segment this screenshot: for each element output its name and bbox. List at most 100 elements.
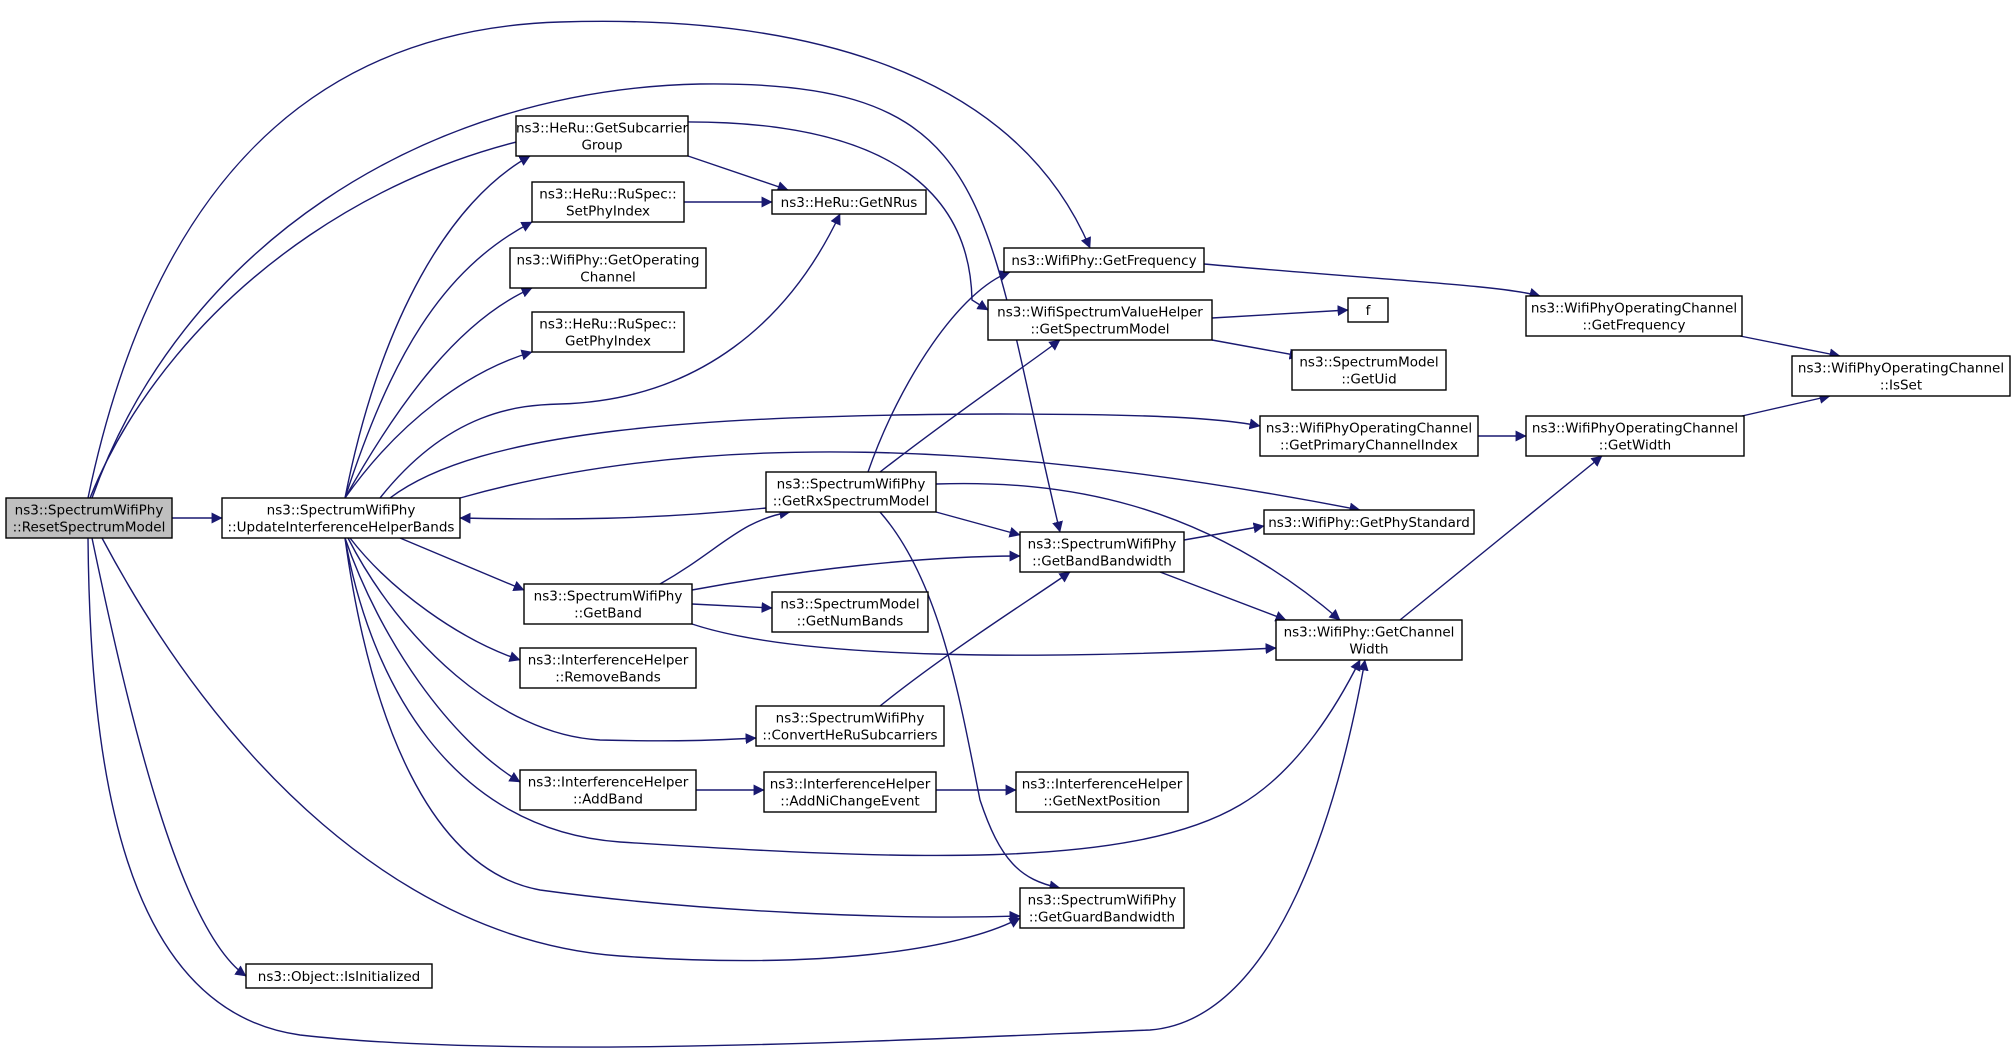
node-getprimary[interactable]: ns3::WifiPhyOperatingChannel::GetPrimary… — [1259, 415, 1479, 457]
node-box — [755, 705, 945, 747]
node-getspectrummodel[interactable]: ns3::WifiSpectrumValueHelper::GetSpectru… — [987, 299, 1213, 341]
nodes-layer: ns3::SpectrumWifiPhy::ResetSpectrumModel… — [5, 115, 2011, 989]
node-label-line: ns3::WifiPhyOperatingChannel — [1798, 361, 2004, 377]
node-box — [1003, 247, 1205, 273]
node-box — [519, 769, 697, 811]
node-label-line: ::GetBand — [574, 606, 642, 622]
node-label-line: ::RemoveBands — [555, 670, 661, 686]
node-box — [523, 583, 693, 625]
node-label-line: ::GetNextPosition — [1043, 794, 1160, 810]
node-label-line: ns3::WifiPhy::GetFrequency — [1011, 253, 1196, 269]
node-getuid[interactable]: ns3::SpectrumModel::GetUid — [1291, 349, 1447, 391]
node-box — [1263, 509, 1475, 535]
edge-reset-to-getchannelwidth — [87, 537, 1369, 1048]
node-box — [1525, 295, 1743, 337]
node-label-line: ns3::HeRu::RuSpec:: — [539, 317, 676, 333]
node-opgetwidth[interactable]: ns3::WifiPhyOperatingChannel::GetWidth — [1525, 415, 1745, 457]
node-f[interactable]: f — [1347, 297, 1389, 323]
edge-getband-to-getrx — [659, 508, 791, 585]
edge-opgetfrequency-to-isset — [1739, 335, 1841, 360]
node-opgetfrequency[interactable]: ns3::WifiPhyOperatingChannel::GetFrequen… — [1525, 295, 1743, 337]
node-box — [1259, 415, 1479, 457]
node-convert[interactable]: ns3::SpectrumWifiPhy::ConvertHeRuSubcarr… — [755, 705, 945, 747]
node-getrx[interactable]: ns3::SpectrumWifiPhy::GetRxSpectrumModel — [765, 471, 937, 513]
node-label-line: Channel — [580, 270, 635, 286]
node-isset[interactable]: ns3::WifiPhyOperatingChannel::IsSet — [1791, 355, 2011, 397]
node-label-line: ns3::InterferenceHelper — [1022, 777, 1183, 793]
node-box — [771, 189, 927, 215]
edge-convert-to-getbandbandwidth — [879, 571, 1071, 707]
edges-layer — [87, 20, 1841, 1048]
node-addband[interactable]: ns3::InterferenceHelper::AddBand — [519, 769, 697, 811]
edge-getrx-to-getspectrummodel — [879, 339, 1061, 473]
node-label-line: f — [1366, 303, 1372, 319]
node-label-line: Width — [1349, 642, 1388, 658]
node-box — [519, 647, 697, 689]
node-label-line: GetPhyIndex — [565, 334, 651, 350]
node-label-line: ::IsSet — [1880, 378, 1922, 394]
node-label-line: ::GetRxSpectrumModel — [773, 494, 929, 510]
node-box — [1525, 415, 1745, 457]
node-label-line: ns3::SpectrumModel — [780, 597, 919, 613]
node-getnrus[interactable]: ns3::HeRu::GetNRus — [771, 189, 927, 215]
edge-update-to-getphyindex — [344, 349, 533, 499]
node-label-line: ns3::SpectrumWifiPhy — [15, 503, 164, 519]
node-box — [245, 963, 433, 989]
node-label-line: ::GetWidth — [1599, 438, 1671, 454]
node-getnumbands[interactable]: ns3::SpectrumModel::GetNumBands — [771, 591, 929, 633]
node-label-line: ::GetUid — [1341, 372, 1396, 388]
edge-update-to-getband — [399, 537, 525, 592]
edge-opgetwidth-to-isset — [1741, 392, 1831, 417]
node-getphyindex[interactable]: ns3::HeRu::RuSpec::GetPhyIndex — [531, 311, 685, 353]
node-label-line: ns3::SpectrumWifiPhy — [534, 589, 683, 605]
node-label-line: ns3::HeRu::GetNRus — [781, 195, 918, 211]
edge-getrx-to-getbandbandwidth — [935, 511, 1021, 538]
node-removebands[interactable]: ns3::InterferenceHelper::RemoveBands — [519, 647, 697, 689]
edge-update-to-setphyindex — [344, 221, 533, 499]
node-isinitialized[interactable]: ns3::Object::IsInitialized — [245, 963, 433, 989]
node-box — [531, 311, 685, 353]
node-getbandbandwidth[interactable]: ns3::SpectrumWifiPhy::GetBandBandwidth — [1019, 531, 1185, 573]
node-getband[interactable]: ns3::SpectrumWifiPhy::GetBand — [523, 583, 693, 625]
node-box — [763, 771, 937, 813]
node-label-line: ::AddBand — [573, 792, 643, 808]
node-reset[interactable]: ns3::SpectrumWifiPhy::ResetSpectrumModel — [5, 497, 173, 539]
node-box — [1019, 887, 1185, 929]
node-setphyindex[interactable]: ns3::HeRu::RuSpec::SetPhyIndex — [531, 181, 685, 223]
edge-getband-to-getchannelwidth — [691, 623, 1277, 656]
node-getguard[interactable]: ns3::SpectrumWifiPhy::GetGuardBandwidth — [1019, 887, 1185, 929]
node-update[interactable]: ns3::SpectrumWifiPhy::UpdateInterference… — [221, 497, 461, 539]
edge-reset-to-getfrequency — [87, 20, 1091, 499]
node-label-line: ns3::HeRu::GetSubcarrier — [516, 121, 689, 137]
node-getnextposition[interactable]: ns3::InterferenceHelper::GetNextPosition — [1015, 771, 1189, 813]
edge-getband-to-getnumbands — [691, 601, 773, 613]
edge-update-to-getprimary — [389, 413, 1261, 499]
node-box — [515, 115, 689, 157]
node-label-line: ns3::WifiSpectrumValueHelper — [997, 305, 1203, 321]
node-box — [509, 247, 707, 289]
node-label-line: ns3::Object::IsInitialized — [258, 969, 420, 985]
edge-getrx-to-getchannelwidth — [935, 482, 1341, 621]
node-addni[interactable]: ns3::InterferenceHelper::AddNiChangeEven… — [763, 771, 937, 813]
edge-getrx-to-getguard — [879, 511, 1061, 892]
node-label-line: ns3::WifiPhyOperatingChannel — [1531, 301, 1737, 317]
node-box — [531, 181, 685, 223]
node-box — [1347, 297, 1389, 323]
node-box — [1791, 355, 2011, 397]
edge-update-to-addband — [344, 537, 521, 783]
node-getfrequency[interactable]: ns3::WifiPhy::GetFrequency — [1003, 247, 1205, 273]
node-getphystandard[interactable]: ns3::WifiPhy::GetPhyStandard — [1263, 509, 1475, 535]
edge-update-to-getsubcarrier — [344, 155, 531, 499]
node-label-line: ::GetPrimaryChannelIndex — [1280, 438, 1458, 454]
edge-update-to-convert — [347, 537, 757, 745]
node-box — [771, 591, 929, 633]
node-box — [5, 497, 173, 539]
node-box — [1275, 619, 1463, 661]
node-label-line: ::GetGuardBandwidth — [1029, 910, 1175, 926]
node-label-line: ::GetFrequency — [1583, 318, 1686, 334]
edge-getband-to-getbandbandwidth — [691, 550, 1021, 591]
node-label-line: ns3::SpectrumWifiPhy — [1028, 893, 1177, 909]
